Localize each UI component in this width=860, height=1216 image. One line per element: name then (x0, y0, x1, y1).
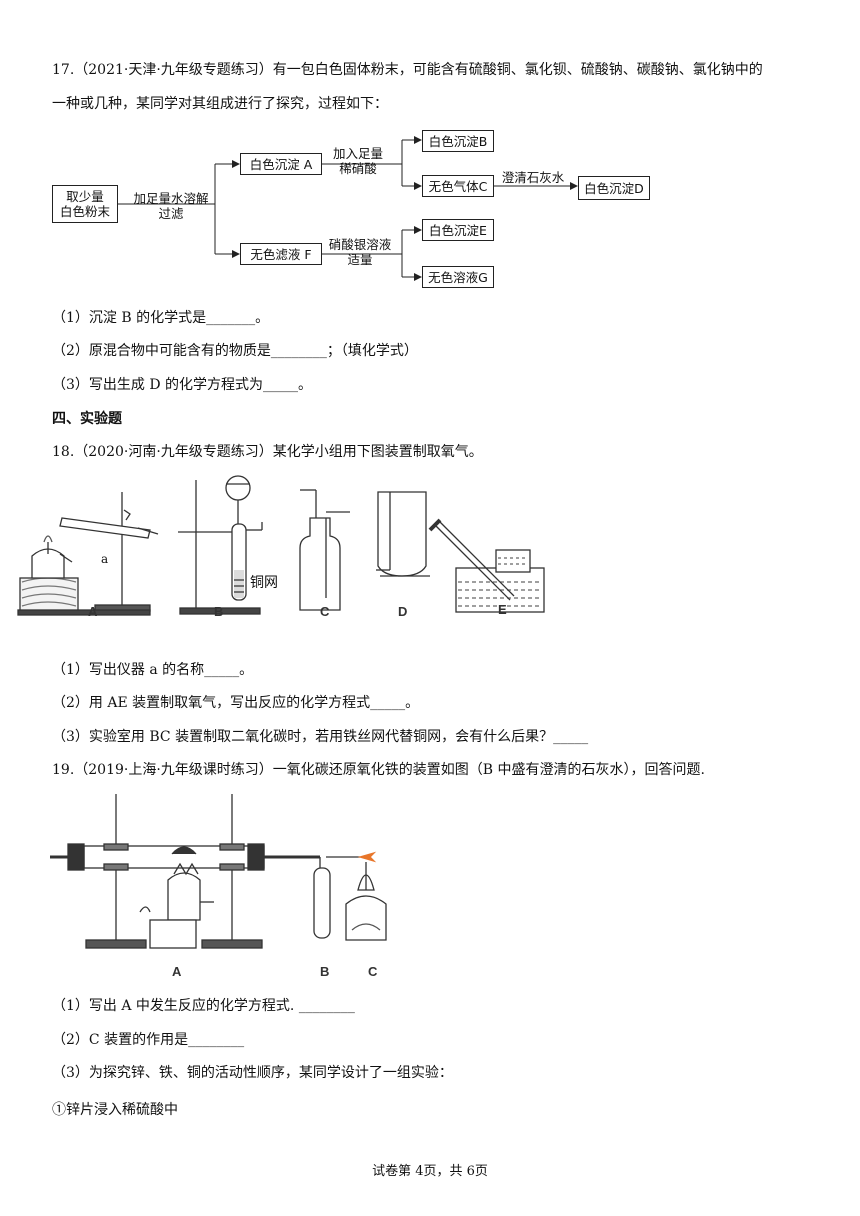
q17-sub2: （2）原混合物中可能含有的物质是________；（填化学式） (52, 343, 418, 359)
q19-title: 19.（2019·上海·九年级课时练习）一氧化碳还原氧化铁的装置如图（B 中盛有… (52, 762, 705, 778)
flow-limewater-label: 澄清石灰水 (501, 170, 565, 185)
q17-text-line2: 一种或几种，某同学对其组成进行了探究，过程如下： (52, 96, 388, 112)
flow-filtrate-f: 无色滤液 F (240, 243, 322, 265)
q19-sub3: （3）为探究锌、铁、铜的活动性顺序，某同学设计了一组实验： (52, 1065, 453, 1081)
caption-A-18: A (88, 604, 98, 619)
q18-sub2: （2）用 AE 装置制取氧气，写出反应的化学方程式_____。 (52, 695, 420, 711)
caption-B-19: B (320, 964, 330, 979)
caption-A-19: A (172, 964, 182, 979)
q19-sub1: （1）写出 A 中发生反应的化学方程式. ________ (52, 998, 355, 1014)
page-footer: 试卷第 4页，共 6页 (372, 1164, 488, 1179)
label-a-instrument: a (101, 552, 109, 566)
flow-start-box: 取少量 白色粉末 (52, 185, 118, 223)
q17-text-line1: 17.（2021·天津·九年级专题练习）有一包白色固体粉末，可能含有硫酸铜、氯化… (52, 62, 763, 78)
q17-sub3: （3）写出生成 D 的化学方程式为_____。 (52, 377, 313, 393)
caption-C-19: C (368, 964, 378, 979)
flow-silver-label: 硝酸银溶液 适量 (328, 237, 392, 267)
q18-apparatus-figure (17, 475, 545, 616)
flowchart-connectors (118, 136, 578, 281)
q18-sub1: （1）写出仪器 a 的名称_____。 (52, 662, 254, 678)
flow-start-line1: 取少量 (66, 189, 104, 204)
q19-apparatus-figure (50, 794, 387, 949)
q17-sub1: （1）沉淀 B 的化学式是_______。 (52, 310, 270, 326)
flow-precipitate-b: 白色沉淀B (422, 130, 494, 152)
caption-B-18: B (214, 604, 224, 619)
caption-E-18: E (498, 602, 507, 617)
q18-sub3: （3）实验室用 BC 装置制取二氧化碳时，若用铁丝网代替铜网，会有什么后果？__… (52, 729, 589, 745)
flow-step1-label: 加足量水溶解 过滤 (133, 191, 209, 221)
q19-item1: ①锌片浸入稀硫酸中 (52, 1102, 178, 1118)
caption-D-18: D (398, 604, 408, 619)
q18-title: 18.（2020·河南·九年级专题练习）某化学小组用下图装置制取氧气。 (52, 444, 483, 460)
q19-sub2: （2）C 装置的作用是________ (52, 1032, 245, 1048)
section-heading: 四、实验题 (52, 411, 122, 427)
flow-solution-g: 无色溶液G (422, 266, 494, 288)
flow-acid-label: 加入足量 稀硝酸 (332, 146, 383, 176)
flow-precipitate-a: 白色沉淀 A (240, 153, 322, 175)
label-copper-mesh: 铜网 (250, 575, 278, 591)
flow-precipitate-d: 白色沉淀D (578, 176, 650, 200)
flow-gas-c: 无色气体C (422, 175, 494, 197)
caption-C-18: C (320, 604, 330, 619)
flow-start-line2: 白色粉末 (59, 204, 110, 219)
flow-precipitate-e: 白色沉淀E (422, 219, 494, 241)
